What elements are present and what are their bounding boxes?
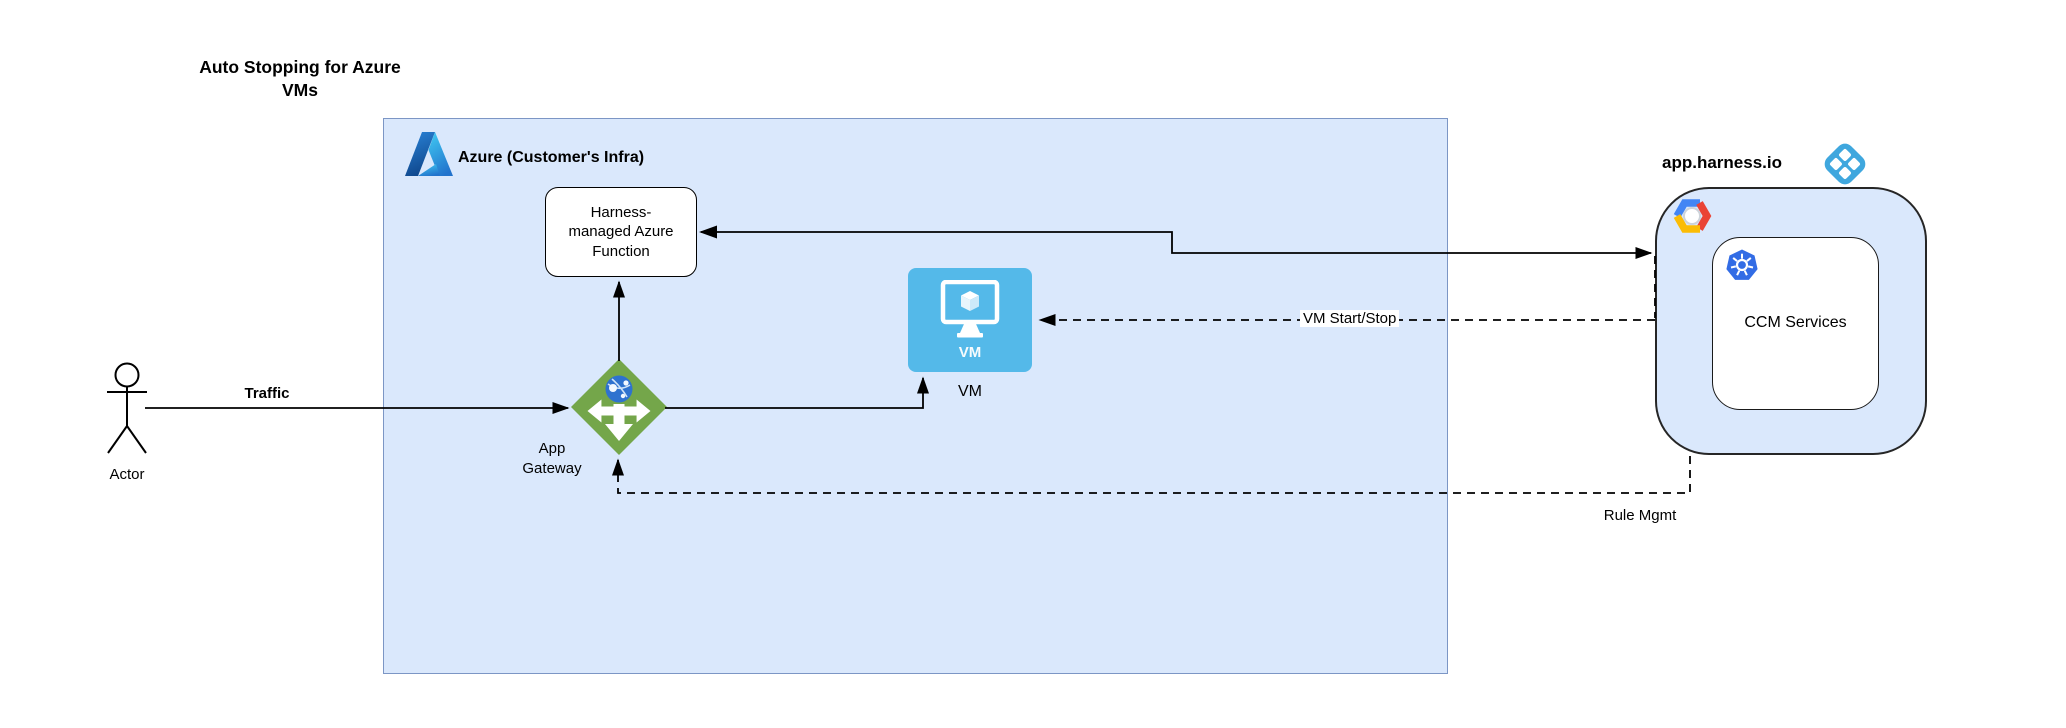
azure-group-label: Azure (Customer's Infra) [458,149,645,166]
diagram-title: Auto Stopping for Azure VMs [199,57,401,100]
actor-stick-figure-icon [107,362,147,454]
vm-start-stop-edge-label: VM Start/Stop [1300,310,1400,327]
rule-mgmt-edge-label: Rule Mgmt [1603,507,1677,524]
harness-container: CCM Services [1655,187,1927,455]
node-ccm-services: CCM Services [1712,237,1879,410]
app-gateway-label: App Gateway [522,440,582,477]
traffic-edge-label: Traffic [244,385,290,402]
app-gateway-icon [571,359,667,455]
harness-logo-icon [1824,143,1866,185]
actor-label: Actor [109,466,145,483]
vm-node-label: VM [958,383,982,400]
node-azure-function: Harness-managed Azure Function [545,187,697,277]
vm-monitor-icon [940,280,1000,338]
gcp-logo-icon [1673,199,1712,233]
kubernetes-logo-icon [1726,249,1758,280]
harness-title: app.harness.io [1662,153,1782,172]
node-vm: VM [908,268,1032,372]
vm-icon-text: VM [958,344,982,361]
azure-logo-icon [405,132,453,176]
azure-function-label: Harness-managed Azure Function [568,203,674,260]
ccm-services-label: CCM Services [1744,314,1847,331]
